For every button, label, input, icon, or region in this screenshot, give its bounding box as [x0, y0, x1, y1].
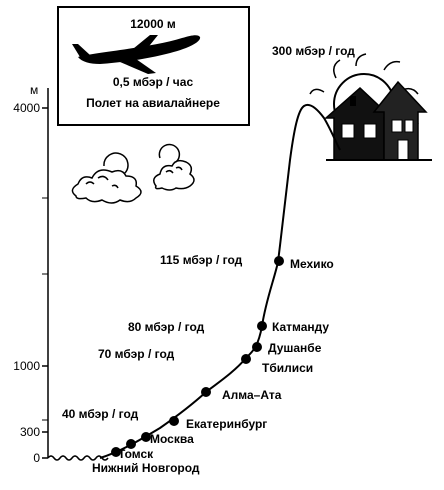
flight-dose: 0,5 мбэр / час [113, 75, 194, 89]
altitude-axis: м 4000 1000 300 0 [13, 83, 49, 465]
city-dot-mexico [274, 256, 284, 266]
city-label-dushanbe: Душанбе [268, 341, 322, 355]
city-dot-moscow [141, 432, 151, 442]
clouds-icon [71, 143, 195, 204]
city-dot-kathmandu [257, 321, 267, 331]
dose-label-40: 40 мбэр / год [62, 407, 139, 421]
city-label-alma-ata: Алма–Ата [222, 388, 282, 402]
flight-altitude: 12000 м [130, 17, 176, 31]
flight-caption: Полет на авиалайнере [86, 96, 220, 110]
city-dot-tomsk [126, 439, 136, 449]
tick-label-4000: 4000 [13, 101, 40, 115]
dose-label-70: 70 мбэр / год [98, 347, 175, 361]
ground-line [47, 455, 109, 461]
tick-label-300: 300 [20, 425, 40, 439]
flight-box: 12000 м 0,5 мбэр / час Полет на авиалайн… [57, 6, 250, 126]
flight-box-frame [57, 6, 250, 126]
city-label-kathmandu: Катманду [272, 320, 329, 334]
city-label-nizhny-novgorod: Нижний Новгород [92, 461, 200, 475]
house-with-sun-icon [309, 53, 432, 161]
city-label-yekaterinburg: Екатеринбург [186, 417, 267, 431]
tick-label-0: 0 [33, 451, 40, 465]
axis-unit: м [30, 83, 38, 97]
top-dose-label: 300 мбэр / год [272, 44, 355, 58]
airplane-icon [72, 35, 201, 74]
city-label-tbilisi: Тбилиси [262, 361, 313, 375]
dose-label-115: 115 мбэр / год [160, 253, 243, 267]
city-dot-yekaterinburg [169, 416, 179, 426]
city-label-tomsk: Томск [118, 447, 154, 461]
tick-label-1000: 1000 [13, 359, 40, 373]
city-label-moscow: Москва [150, 432, 194, 446]
city-markers [111, 256, 284, 457]
city-dot-tbilisi [241, 354, 251, 364]
dose-label-80: 80 мбэр / год [128, 320, 205, 334]
altitude-profile-curve [99, 104, 341, 459]
city-dot-alma-ata [201, 387, 211, 397]
city-dot-dushanbe [252, 342, 262, 352]
city-dot-nizhny-novgorod [111, 447, 121, 457]
city-label-mexico: Мехико [290, 257, 334, 271]
